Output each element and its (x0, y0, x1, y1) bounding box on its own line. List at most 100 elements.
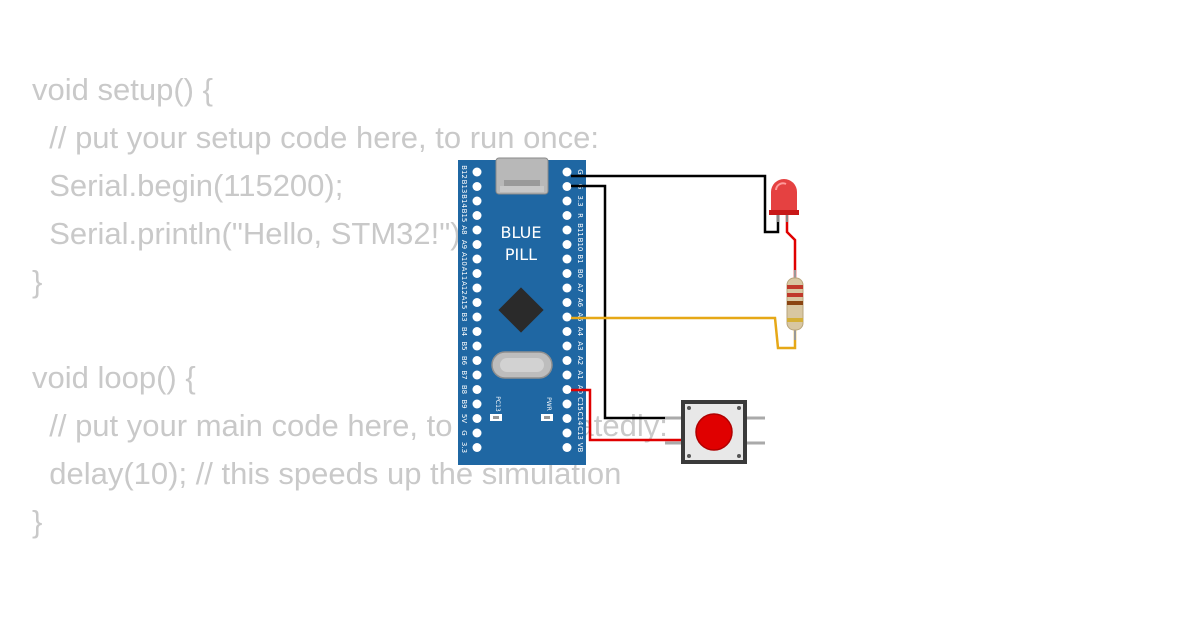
pin-hole[interactable] (472, 298, 482, 307)
pin-label-right: B10 (576, 238, 584, 252)
pin-hole[interactable] (562, 385, 572, 394)
pin-hole[interactable] (562, 211, 572, 220)
pin-label-left: A9 (460, 240, 468, 249)
pin-hole[interactable] (472, 370, 482, 380)
resistor-band (787, 301, 803, 305)
red-led[interactable] (769, 179, 799, 222)
pin-label-right: A4 (576, 327, 584, 337)
pin-hole[interactable] (472, 254, 482, 264)
right-pin-header: GG3.3RB11B10B1B0A7A6A5A4A3A2A1A0C15C14C1… (562, 167, 584, 453)
pin-label-left: B12 (460, 165, 468, 179)
pin-label-right: C13 (576, 426, 584, 440)
pin-hole[interactable] (472, 167, 482, 177)
pin-label-right: C14 (576, 412, 584, 426)
led-rim (769, 210, 799, 215)
pin-label-right: VB (576, 443, 584, 453)
pwr-label: PWR (545, 397, 552, 411)
pin-label-right: R (576, 213, 584, 218)
pin-label-left: 5V (460, 414, 468, 423)
pin-hole[interactable] (472, 182, 482, 191)
pin-label-left: B15 (460, 209, 468, 223)
pin-label-left: A15 (460, 296, 468, 310)
push-button[interactable] (665, 400, 765, 464)
pin-label-left: B13 (460, 180, 468, 194)
pin-hole[interactable] (472, 428, 482, 438)
pin-hole[interactable] (562, 240, 572, 249)
left-pin-header: B12B13B14B15A8A9A10A11A12A15B3B4B5B6B7B8… (460, 165, 482, 453)
wire-a0-button (571, 388, 683, 442)
pin-hole[interactable] (472, 196, 482, 206)
code-line: Serial.println("Hello, STM32!"); (32, 216, 470, 251)
pin-label-left: B14 (460, 194, 468, 208)
pin-hole[interactable] (562, 399, 572, 409)
pin-label-right: A6 (576, 298, 584, 308)
pin-hole[interactable] (472, 283, 482, 293)
button-cap-icon[interactable] (696, 414, 732, 450)
code-line: Serial.begin(115200); (32, 168, 344, 203)
wire-led-resistor (785, 212, 797, 278)
wires (571, 174, 797, 442)
pin-hole[interactable] (562, 283, 572, 293)
pin-hole[interactable] (562, 225, 572, 235)
pin-hole[interactable] (472, 225, 482, 235)
pin-hole[interactable] (562, 428, 572, 438)
pin-label-left: B8 (460, 385, 468, 394)
pin-label-right: B11 (576, 223, 584, 237)
pin-label-right: B0 (576, 269, 584, 278)
pin-hole[interactable] (562, 167, 572, 177)
pin-hole[interactable] (562, 370, 572, 380)
pin-hole[interactable] (472, 211, 482, 220)
pin-hole[interactable] (562, 196, 572, 206)
pin-hole[interactable] (562, 356, 572, 365)
code-line: void loop() { (32, 360, 196, 395)
pin-label-right: A7 (576, 283, 584, 292)
usb-connector-icon (495, 157, 549, 195)
pin-hole[interactable] (472, 240, 482, 249)
pin-hole[interactable] (472, 312, 482, 322)
code-line: // put your setup code here, to run once… (32, 120, 599, 155)
pin-label-left: 3.3 (460, 442, 468, 453)
pin-label-left: B3 (460, 312, 468, 321)
pin-label-right: A3 (576, 341, 584, 350)
pin-hole[interactable] (562, 298, 572, 307)
pin-label-right: A2 (576, 356, 584, 365)
code-line: void setup() { (32, 72, 213, 107)
pin-hole[interactable] (472, 414, 482, 423)
resistor[interactable] (786, 270, 804, 340)
crystal-highlight (500, 358, 544, 372)
pin-label-right: 3.3 (576, 195, 584, 206)
pin-hole[interactable] (562, 443, 572, 452)
pin-hole[interactable] (472, 341, 482, 351)
pin-label-left: A10 (460, 252, 468, 266)
pc13-label: PC13 (494, 396, 501, 412)
pin-label-right: G (576, 169, 584, 174)
pin-hole[interactable] (562, 341, 572, 351)
pin-hole[interactable] (472, 443, 482, 452)
blue-pill-board[interactable]: PC13 PWR BLUE PILL B12B13B14B15A8A9A10A1… (458, 157, 586, 465)
pin-hole[interactable] (472, 269, 482, 278)
pin-label-left: A12 (460, 281, 468, 295)
pin-hole[interactable] (562, 414, 572, 423)
code-line: delay(10); // this speeds up the simulat… (32, 456, 622, 491)
code-editor[interactable]: void setup() { // put your setup code he… (32, 66, 668, 546)
wire-a5-resistor (571, 316, 797, 350)
wire-button-ground (571, 184, 683, 420)
pin-label-left: B6 (460, 356, 468, 366)
pin-hole[interactable] (472, 327, 482, 336)
pin-hole[interactable] (562, 269, 572, 278)
board-name-line2: PILL (505, 245, 537, 264)
pin-hole[interactable] (472, 399, 482, 409)
pin-hole[interactable] (562, 182, 572, 191)
pin-hole[interactable] (472, 385, 482, 394)
pin-hole[interactable] (472, 356, 482, 365)
pin-hole[interactable] (562, 312, 572, 322)
pin-label-right: A1 (576, 370, 584, 379)
pin-label-right: C15 (576, 397, 584, 411)
pin-label-left: B5 (460, 341, 468, 350)
pin-hole[interactable] (562, 254, 572, 264)
code-line: } (32, 504, 43, 539)
wire-led-ground (571, 174, 780, 234)
resistor-band (787, 285, 803, 289)
pin-hole[interactable] (562, 327, 572, 336)
